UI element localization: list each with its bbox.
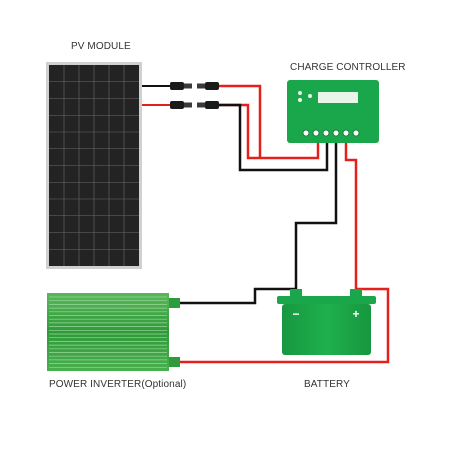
battery-lid: [277, 296, 376, 304]
battery-negative-post: [290, 289, 302, 297]
power-inverter: [47, 293, 180, 371]
power-inverter-label: POWER INVERTER(Optional): [49, 379, 187, 390]
battery-negative-sign: −: [292, 307, 299, 321]
indicator-led-1: [298, 91, 302, 95]
battery-positive-sign: +: [352, 307, 359, 321]
indicator-led-3: [308, 94, 312, 98]
power-inverter-fins: [49, 296, 167, 368]
charge-controller: [287, 80, 379, 143]
inverter-terminal-negative: [169, 298, 180, 308]
battery-body: [282, 304, 371, 355]
pv-module-label: PV MODULE: [71, 41, 131, 52]
pv-module-grid: [49, 65, 139, 266]
wire-pv-negative-black: [219, 103, 329, 172]
battery-label: BATTERY: [304, 379, 350, 390]
power-inverter-body: [47, 293, 169, 371]
charge-controller-label: CHARGE CONTROLLER: [290, 62, 406, 73]
wire-controller-battery-positive: [344, 136, 358, 297]
terminal-block: [302, 129, 360, 137]
wire-inverter-positive: [180, 287, 390, 364]
battery-positive-post: [350, 289, 362, 297]
mc4-connector-positive: [142, 101, 219, 109]
charge-controller-display: [318, 92, 358, 103]
indicator-led-2: [298, 98, 302, 102]
inverter-terminal-positive: [169, 357, 180, 367]
wire-inverter-negative: [180, 287, 296, 305]
wire-pv-negative: [219, 84, 262, 158]
wire-controller-battery-negative: [294, 136, 338, 297]
battery: − +: [277, 289, 376, 355]
mc4-connector-negative: [142, 82, 219, 90]
pv-module: [46, 62, 142, 269]
